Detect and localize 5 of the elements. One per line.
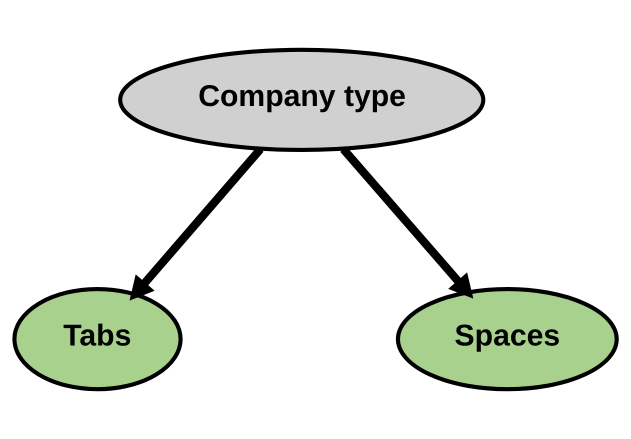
arrow — [130, 146, 264, 301]
node-ellipse: Spaces — [396, 286, 619, 392]
arrow — [340, 146, 474, 299]
node-ellipse: Company type — [118, 48, 486, 152]
node-ellipse: Tabs — [12, 286, 183, 392]
